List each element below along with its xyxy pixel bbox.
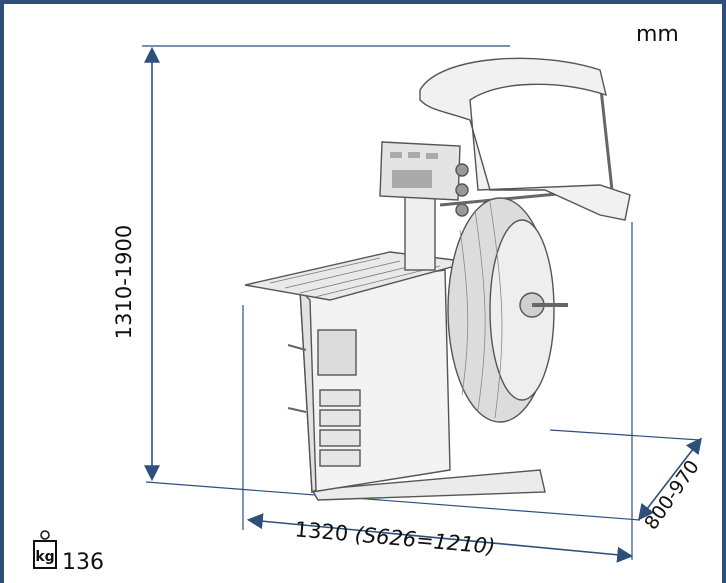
width-dimension-arrow — [246, 513, 634, 563]
width-main-value: 1320 — [293, 517, 350, 546]
depth-dimension-arrow — [638, 437, 702, 521]
kg-weight-icon: kg — [33, 530, 57, 569]
unit-label: mm — [636, 22, 679, 47]
weight-value: 136 — [62, 550, 104, 575]
kg-icon-text: kg — [35, 549, 54, 565]
height-dimension-label: 1310-1900 — [112, 224, 136, 340]
wheel-balancer — [244, 57, 631, 501]
